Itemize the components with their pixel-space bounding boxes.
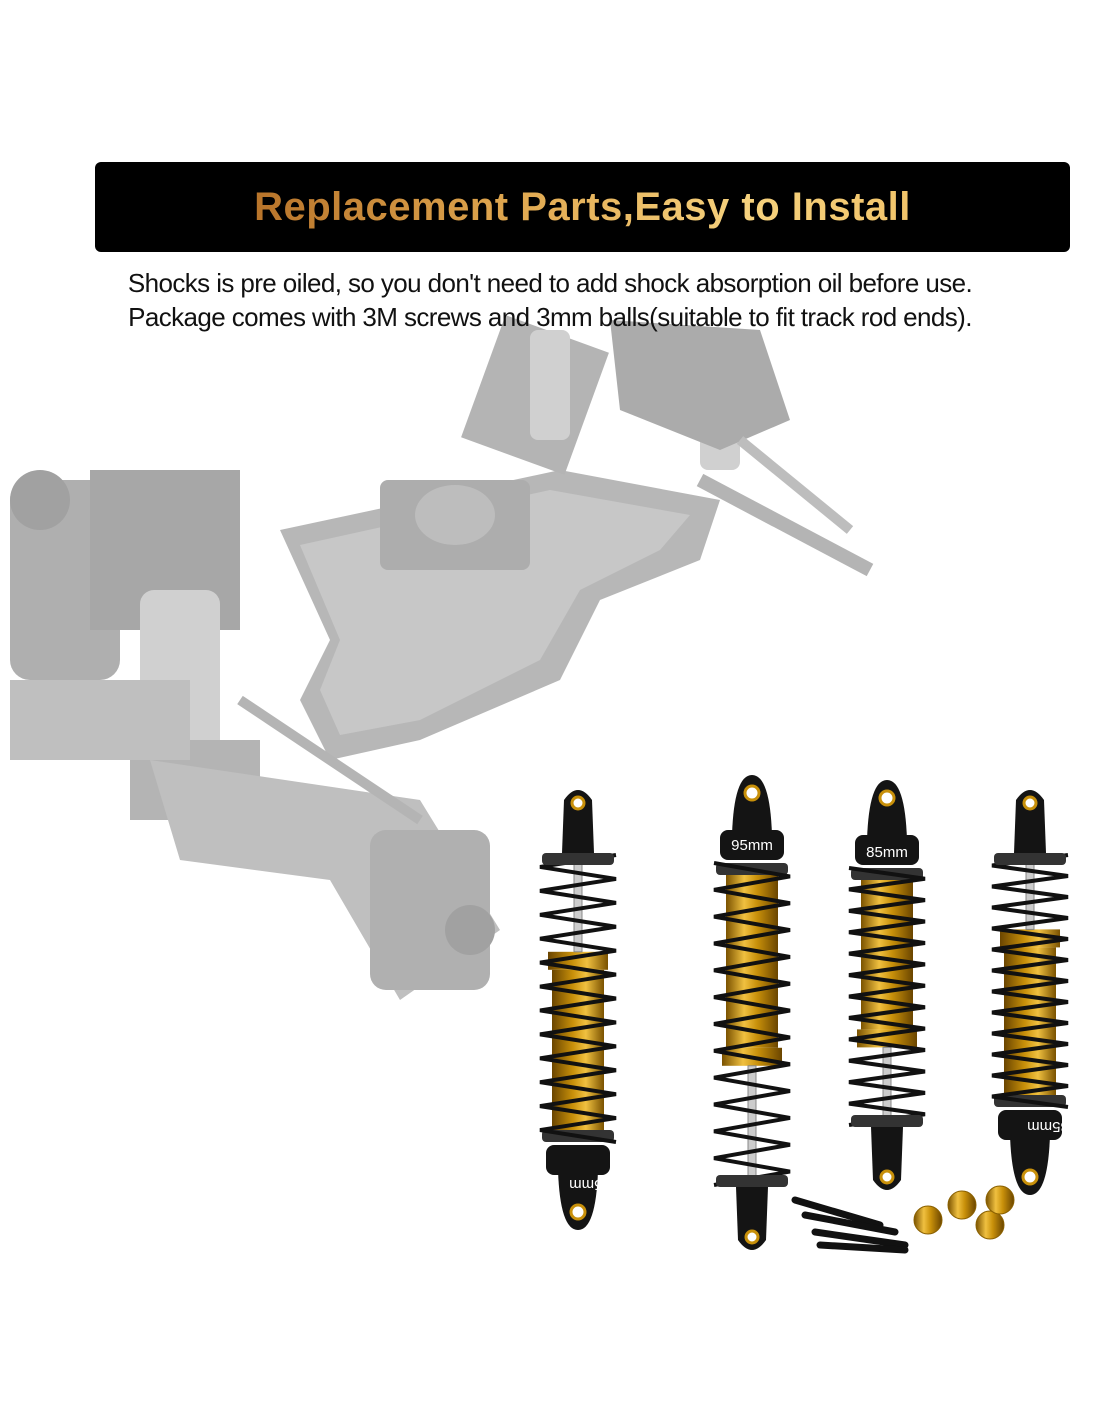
screws-and-balls	[791, 1185, 1015, 1254]
shock-absorber	[713, 775, 791, 1250]
product-description: Shocks is pre oiled, so you don't need t…	[0, 266, 1100, 334]
mount-eyelet	[570, 795, 586, 811]
description-line: Package comes with 3M screws and 3mm bal…	[128, 302, 972, 332]
cap-body	[855, 835, 919, 865]
shock-cap	[732, 775, 772, 835]
shock-absorber	[848, 780, 926, 1190]
coil-spring	[713, 861, 791, 1187]
cap-body	[720, 830, 784, 860]
rod-end	[871, 1127, 903, 1190]
shock-absorber-set	[539, 775, 1069, 1250]
rod-end	[1014, 790, 1046, 853]
mount-eyelet	[1022, 795, 1038, 811]
screw	[816, 1241, 909, 1254]
headline-banner: Replacement Parts,Easy to Install	[95, 162, 1070, 252]
rod-end	[736, 1187, 768, 1250]
shock-labels: 95mm 95mm 85mm 85mm	[569, 837, 1069, 1193]
spring-retainer	[994, 853, 1066, 865]
shock-size-label: 95mm	[569, 1176, 611, 1193]
coil-spring	[848, 866, 926, 1127]
rod-end	[562, 790, 594, 853]
mount-eyelet	[569, 1203, 587, 1221]
shock-cap	[1010, 1135, 1050, 1195]
spring-retainer	[851, 1115, 923, 1127]
spring-retainer	[716, 1175, 788, 1187]
shock-absorber	[991, 790, 1069, 1195]
screw	[791, 1196, 884, 1229]
screw	[801, 1211, 899, 1236]
spring-retainer	[542, 853, 614, 865]
coil-spring	[991, 853, 1069, 1109]
mount-eyelet	[1021, 1168, 1039, 1186]
cap-body	[546, 1145, 610, 1175]
shock-size-label: 95mm	[731, 837, 773, 854]
pivot-ball	[985, 1185, 1015, 1215]
mount-eyelet	[744, 1229, 760, 1245]
mount-eyelet	[878, 789, 896, 807]
coil-spring	[539, 853, 617, 1144]
shock-cap	[558, 1170, 598, 1230]
mount-eyelet	[743, 784, 761, 802]
shock-cap	[867, 780, 907, 840]
shock-size-label: 85mm	[1027, 1118, 1069, 1135]
rc-car-chassis-image	[10, 315, 874, 1000]
cap-body	[998, 1110, 1062, 1140]
pivot-ball	[913, 1205, 943, 1235]
pivot-ball	[975, 1210, 1005, 1240]
pivot-ball	[947, 1190, 977, 1220]
headline-title: Replacement Parts,Easy to Install	[254, 184, 911, 229]
screw	[811, 1228, 909, 1249]
description-line: Shocks is pre oiled, so you don't need t…	[127, 268, 973, 298]
mount-eyelet	[879, 1169, 895, 1185]
shock-size-label: 85mm	[866, 844, 908, 861]
shock-absorber	[539, 790, 617, 1230]
